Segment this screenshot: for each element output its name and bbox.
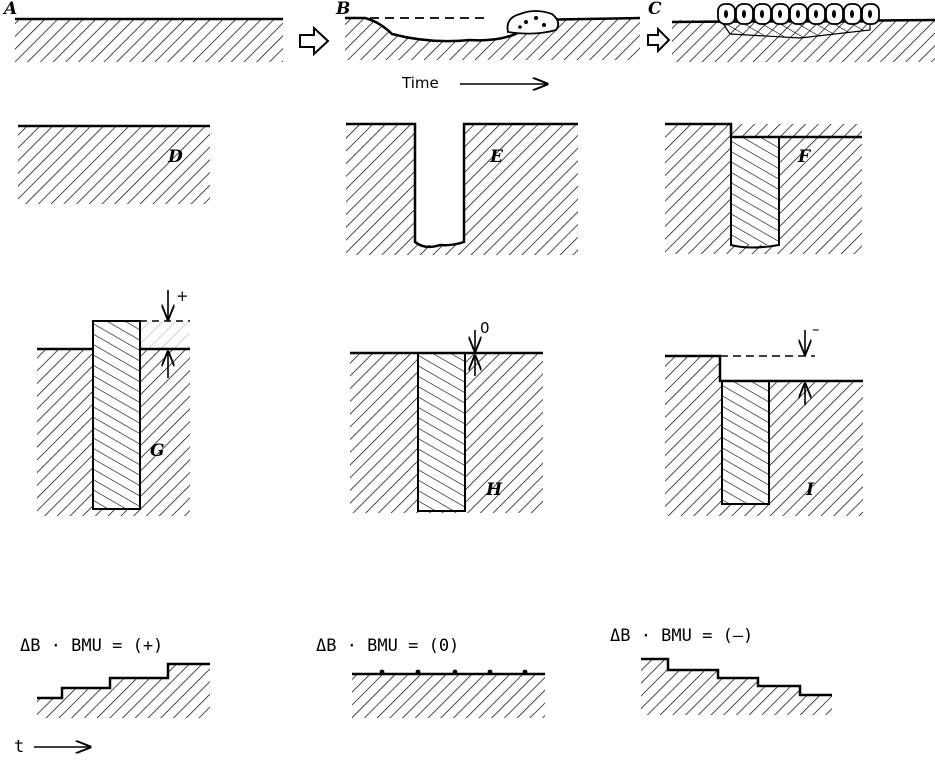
label-e: E xyxy=(489,147,504,167)
minus-marker: – xyxy=(812,320,820,338)
panel-g: + G xyxy=(37,287,190,516)
panel-d: D xyxy=(18,124,210,204)
label-i: I xyxy=(805,480,815,500)
time-label: Time xyxy=(401,74,439,92)
equation-zero: ΔB · BMU = (0) xyxy=(316,636,459,656)
t-axis-arrow: t xyxy=(14,737,90,757)
panel-h: 0 H xyxy=(350,319,543,513)
osteoblast-row xyxy=(717,3,880,25)
bone-surface-a xyxy=(15,19,283,62)
panel-e: E xyxy=(346,122,578,255)
label-c: C xyxy=(648,0,662,19)
transition-arrow-2 xyxy=(647,26,671,54)
label-d: D xyxy=(167,147,183,167)
label-h: H xyxy=(485,480,503,500)
t-label: t xyxy=(14,737,24,757)
label-g: G xyxy=(150,441,165,461)
label-a: A xyxy=(2,0,17,19)
panel-f: F xyxy=(665,122,862,254)
transition-arrow-1 xyxy=(299,25,330,57)
panel-b: B xyxy=(335,0,641,60)
label-f: F xyxy=(797,147,812,167)
equation-positive: ΔB · BMU = (+) xyxy=(20,636,163,656)
panel-a: A xyxy=(2,0,283,62)
plus-marker: + xyxy=(176,287,189,305)
panel-c: C xyxy=(648,0,935,62)
equation-negative: ΔB · BMU = (–) xyxy=(610,626,753,646)
time-arrow: Time xyxy=(401,74,547,92)
osteoclast-cluster xyxy=(506,10,560,35)
balance-negative: ΔB · BMU = (–) xyxy=(610,626,832,715)
label-b: B xyxy=(335,0,350,19)
panel-i: – I xyxy=(665,320,863,516)
zero-marker: 0 xyxy=(480,319,490,337)
balance-zero: ΔB · BMU = (0) xyxy=(316,636,545,718)
balance-positive: ΔB · BMU = (+) xyxy=(20,636,210,718)
